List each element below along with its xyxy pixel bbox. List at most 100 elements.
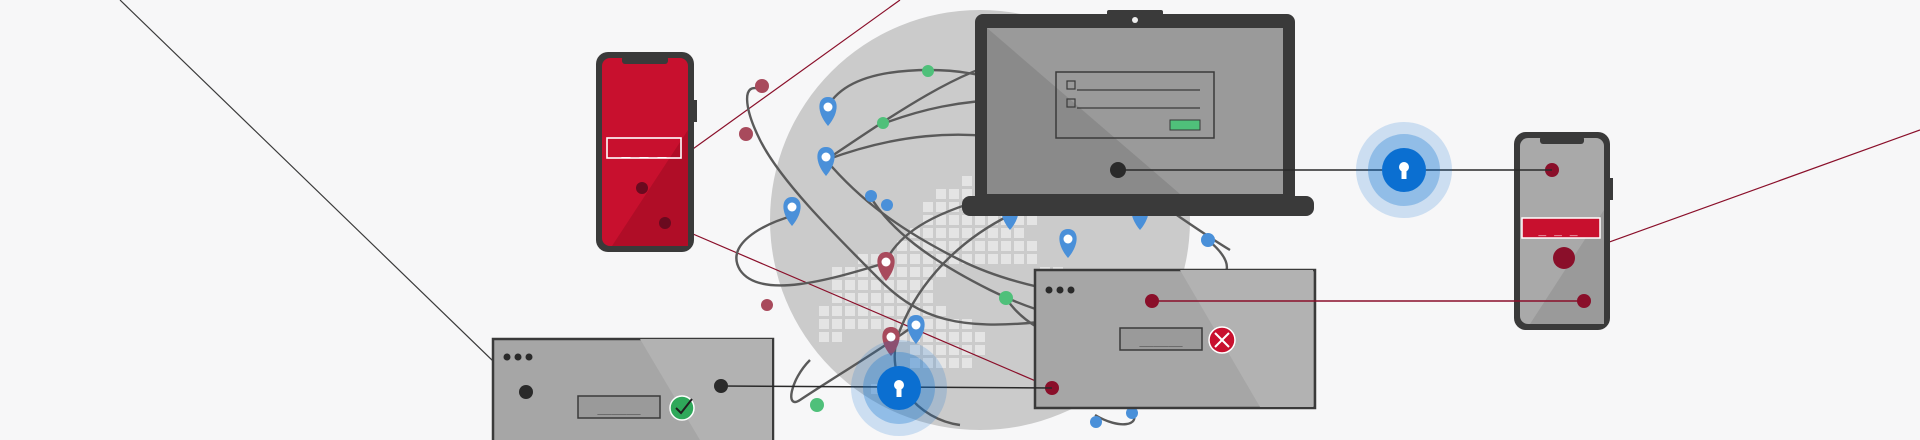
map-dot (871, 319, 881, 329)
map-dot (910, 306, 920, 316)
map-dot (923, 202, 933, 212)
map-dot (1001, 241, 1011, 251)
laptop-login-form (1055, 71, 1215, 139)
map-dot (884, 319, 894, 329)
map-dot (936, 241, 946, 251)
location-pin-icon (819, 97, 837, 126)
map-dot (949, 345, 959, 355)
map-dot (897, 332, 907, 342)
map-dot (949, 189, 959, 199)
map-dot (845, 306, 855, 316)
map-dot (1001, 254, 1011, 264)
location-pin-icon (907, 315, 925, 344)
login-code-text: ______ (1139, 333, 1183, 347)
map-dot (923, 267, 933, 277)
laptop (962, 10, 1314, 216)
map-dot (923, 332, 933, 342)
map-dot (923, 358, 933, 368)
window-controls (503, 353, 533, 361)
map-dot (936, 215, 946, 225)
map-dot (910, 280, 920, 290)
map-dot (897, 280, 907, 290)
map-dot (1014, 254, 1024, 264)
red-phone: _ _ _ (596, 52, 697, 252)
map-dot (871, 267, 881, 277)
map-dot (858, 319, 868, 329)
map-dot (845, 319, 855, 329)
map-dot (871, 280, 881, 290)
map-dot (897, 306, 907, 316)
map-dot (936, 345, 946, 355)
location-pin-icon (1059, 229, 1077, 258)
right-phone: _ _ _ (1514, 132, 1613, 330)
right-phone-code-text: _ _ _ (1538, 222, 1577, 237)
red-phone-code-text: _ _ _ (621, 140, 667, 158)
map-dot (962, 215, 972, 225)
map-dot (1014, 228, 1024, 238)
map-dot (949, 358, 959, 368)
location-pin-icon (817, 147, 835, 176)
map-dot (1027, 215, 1037, 225)
map-dot (884, 293, 894, 303)
map-dot (975, 241, 985, 251)
map-dot (936, 202, 946, 212)
map-dot (871, 384, 881, 394)
map-dot (871, 254, 881, 264)
map-dot (845, 293, 855, 303)
map-dot (936, 228, 946, 238)
location-pin-icon (783, 197, 801, 226)
map-dot (871, 306, 881, 316)
map-dot (949, 228, 959, 238)
map-dot (936, 358, 946, 368)
map-dot (949, 332, 959, 342)
map-dot (962, 241, 972, 251)
lock-badge-right (1356, 122, 1452, 218)
map-dot (1027, 254, 1037, 264)
map-dot (988, 254, 998, 264)
red-phone-code-box (606, 137, 682, 159)
map-dot (962, 176, 972, 186)
verified-window: ______ (491, 337, 775, 440)
map-dot (923, 319, 933, 329)
map-dot (923, 306, 933, 316)
lock-icon (1399, 162, 1409, 179)
map-dot (832, 293, 842, 303)
map-dot (923, 254, 933, 264)
map-dot (923, 280, 933, 290)
map-dot (975, 254, 985, 264)
map-dot (897, 254, 907, 264)
map-dot (858, 267, 868, 277)
window-controls (1045, 286, 1075, 294)
map-dot (949, 202, 959, 212)
map-dot (936, 319, 946, 329)
map-dot (1014, 241, 1024, 251)
map-dot (884, 280, 894, 290)
map-dot (975, 332, 985, 342)
map-dot (923, 228, 933, 238)
map-dot (832, 267, 842, 277)
map-dot (1027, 241, 1037, 251)
map-dot (910, 267, 920, 277)
map-dot (819, 332, 829, 342)
map-dot (962, 332, 972, 342)
map-dot (910, 358, 920, 368)
verified-code-text: ______ (597, 401, 641, 415)
map-dot (819, 306, 829, 316)
map-dot (962, 345, 972, 355)
location-pin-icon (877, 252, 895, 281)
map-dot (832, 280, 842, 290)
map-dot (949, 241, 959, 251)
lock-badge-bottom (851, 340, 947, 436)
map-dot (923, 293, 933, 303)
right-phone-code-box (1521, 217, 1601, 239)
map-dot (832, 306, 842, 316)
map-dot (1014, 215, 1024, 225)
map-dot (962, 358, 972, 368)
map-dot (910, 254, 920, 264)
map-dot (845, 280, 855, 290)
map-dot (949, 215, 959, 225)
map-dot (962, 228, 972, 238)
map-dot (910, 241, 920, 251)
map-dot (871, 293, 881, 303)
